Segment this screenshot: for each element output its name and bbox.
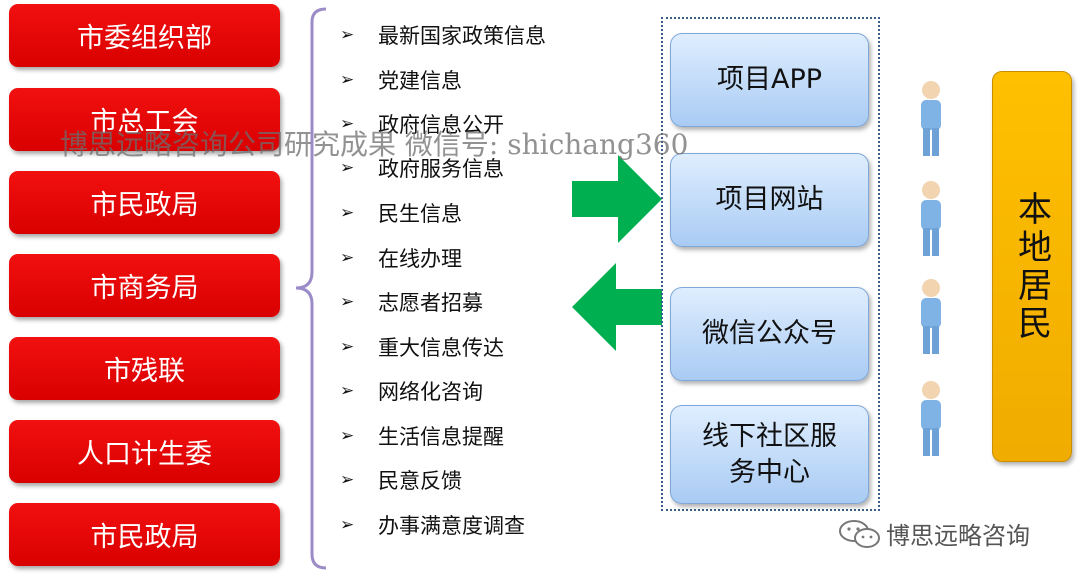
arrow-bullet-icon: ➢	[340, 70, 355, 90]
department-box: 市总工会	[9, 88, 280, 151]
local-residents-box: 本地居民	[992, 71, 1072, 462]
list-item: ➢重大信息传达	[340, 336, 504, 360]
channel-app: 项目APP	[670, 33, 869, 127]
person-icon	[921, 279, 941, 354]
department-box: 人口计生委	[9, 420, 280, 483]
list-item: ➢党建信息	[340, 69, 462, 93]
arrow-bullet-icon: ➢	[340, 381, 355, 401]
list-item: ➢民生信息	[340, 202, 462, 226]
arrow-bullet-icon: ➢	[340, 292, 355, 312]
left-arrow-icon	[572, 263, 662, 351]
list-item: ➢生活信息提醒	[340, 425, 504, 449]
department-box: 市委组织部	[9, 4, 280, 67]
wechat-logo-icon	[839, 519, 880, 548]
arrow-bullet-icon: ➢	[340, 25, 355, 45]
list-item: ➢政府服务信息	[340, 157, 504, 181]
arrow-bullet-icon: ➢	[340, 426, 355, 446]
department-box: 市残联	[9, 337, 280, 400]
brace-connector	[295, 7, 327, 570]
arrow-bullet-icon: ➢	[340, 203, 355, 223]
channel-website: 项目网站	[670, 153, 869, 247]
department-box: 市民政局	[9, 503, 280, 566]
list-item: ➢在线办理	[340, 247, 462, 271]
arrow-bullet-icon: ➢	[340, 248, 355, 268]
person-icon	[921, 81, 941, 156]
channel-group-frame	[661, 17, 880, 511]
person-icon	[921, 381, 941, 456]
arrow-bullet-icon: ➢	[340, 114, 355, 134]
watermark-text: 博思远略咨询公司研究成果 微信号: shichang360	[60, 128, 689, 161]
channel-offline-center: 线下社区服务中心	[670, 405, 869, 504]
list-item: ➢办事满意度调查	[340, 514, 525, 538]
arrow-bullet-icon: ➢	[340, 158, 355, 178]
department-box: 市民政局	[9, 171, 280, 234]
channel-wechat: 微信公众号	[670, 287, 869, 381]
list-item: ➢志愿者招募	[340, 291, 483, 315]
footer-brand: 博思远略咨询	[838, 516, 1030, 551]
list-item: ➢网络化咨询	[340, 380, 483, 404]
arrow-bullet-icon: ➢	[340, 515, 355, 535]
list-item: ➢民意反馈	[340, 469, 462, 493]
arrow-bullet-icon: ➢	[340, 470, 355, 490]
list-item: ➢最新国家政策信息	[340, 24, 546, 48]
arrow-bullet-icon: ➢	[340, 337, 355, 357]
department-box: 市商务局	[9, 254, 280, 317]
right-arrow-icon	[572, 155, 662, 243]
person-icon	[921, 181, 941, 256]
list-item: ➢政府信息公开	[340, 113, 504, 137]
